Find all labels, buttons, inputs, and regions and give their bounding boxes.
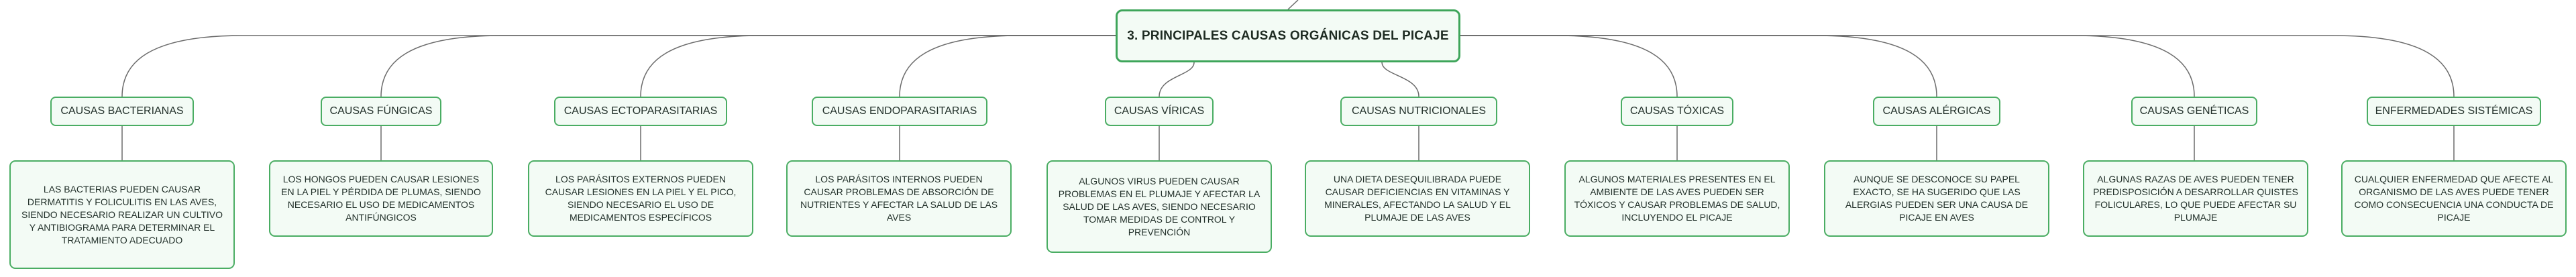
cause-description[interactable]: CUALQUIER ENFERMEDAD QUE AFECTE AL ORGAN… xyxy=(2341,160,2567,237)
cause-description-text: ALGUNOS VIRUS PUEDEN CAUSAR PROBLEMAS EN… xyxy=(1058,175,1260,237)
cause-label: CAUSAS TÓXICAS xyxy=(1629,105,1725,117)
cause-description-text: LOS PARÁSITOS INTERNOS PUEDEN CAUSAR PRO… xyxy=(800,174,998,223)
root-topic-node[interactable]: 3. PRINCIPALES CAUSAS ORGÁNICAS DEL PICA… xyxy=(1116,9,1460,62)
cause-node[interactable]: CAUSAS NUTRICIONALES xyxy=(1340,97,1497,126)
cause-description[interactable]: LOS HONGOS PUEDEN CAUSAR LESIONES EN LA … xyxy=(269,160,493,237)
cause-label: CAUSAS FÚNGICAS xyxy=(329,105,433,117)
root-topic-title: 3. PRINCIPALES CAUSAS ORGÁNICAS DEL PICA… xyxy=(1127,28,1449,43)
cause-description[interactable]: LOS PARÁSITOS INTERNOS PUEDEN CAUSAR PRO… xyxy=(786,160,1012,237)
cause-description[interactable]: ALGUNOS MATERIALES PRESENTES EN EL AMBIE… xyxy=(1564,160,1790,237)
cause-description-text: AUNQUE SE DESCONOCE SU PAPEL EXACTO, SE … xyxy=(1845,174,2029,223)
cause-node[interactable]: ENFERMEDADES SISTÉMICAS xyxy=(2367,97,2541,126)
cause-node[interactable]: CAUSAS VÍRICAS xyxy=(1105,97,1214,126)
root-to-cause-connector xyxy=(899,35,1116,97)
cause-node[interactable]: CAUSAS ECTOPARASITARIAS xyxy=(554,97,727,126)
cause-node[interactable]: CAUSAS TÓXICAS xyxy=(1621,97,1733,126)
cause-description[interactable]: ALGUNAS RAZAS DE AVES PUEDEN TENER PREDI… xyxy=(2083,160,2308,237)
cause-description[interactable]: LAS BACTERIAS PUEDEN CAUSAR DERMATITIS Y… xyxy=(9,160,235,269)
root-to-cause-connector xyxy=(1460,35,2195,97)
cause-description-text: ALGUNAS RAZAS DE AVES PUEDEN TENER PREDI… xyxy=(2093,174,2298,223)
cause-label: CAUSAS BACTERIANAS xyxy=(60,105,184,117)
cause-label: ENFERMEDADES SISTÉMICAS xyxy=(2375,105,2533,117)
cause-description-text: ALGUNOS MATERIALES PRESENTES EN EL AMBIE… xyxy=(1574,174,1780,223)
cause-label: CAUSAS NUTRICIONALES xyxy=(1351,105,1487,117)
cause-label: CAUSAS ALÉRGICAS xyxy=(1882,105,1991,117)
root-to-cause-connector xyxy=(1460,35,1678,97)
cause-label: CAUSAS ENDOPARASITARIAS xyxy=(822,105,977,117)
cause-description[interactable]: LOS PARÁSITOS EXTERNOS PUEDEN CAUSAR LES… xyxy=(528,160,753,237)
parent-link-line xyxy=(1287,0,1299,10)
cause-node[interactable]: CAUSAS ENDOPARASITARIAS xyxy=(812,97,987,126)
root-to-cause-connector xyxy=(640,35,1116,97)
root-to-cause-connector xyxy=(1159,62,1195,97)
cause-description-text: UNA DIETA DESEQUILIBRADA PUEDE CAUSAR DE… xyxy=(1324,174,1511,223)
cause-description-text: CUALQUIER ENFERMEDAD QUE AFECTE AL ORGAN… xyxy=(2354,174,2554,223)
root-to-cause-connector xyxy=(1460,35,2455,97)
root-to-cause-connector xyxy=(1381,62,1419,97)
cause-label: CAUSAS ECTOPARASITARIAS xyxy=(564,105,718,117)
cause-label: CAUSAS VÍRICAS xyxy=(1114,105,1205,117)
cause-node[interactable]: CAUSAS GENÉTICAS xyxy=(2131,97,2257,126)
cause-description-text: LOS HONGOS PUEDEN CAUSAR LESIONES EN LA … xyxy=(281,174,481,223)
cause-description-text: LOS PARÁSITOS EXTERNOS PUEDEN CAUSAR LES… xyxy=(545,174,737,223)
root-to-cause-connector xyxy=(380,35,1116,97)
cause-label: CAUSAS GENÉTICAS xyxy=(2139,105,2249,117)
root-to-cause-connector xyxy=(121,35,1116,97)
cause-description-text: LAS BACTERIAS PUEDEN CAUSAR DERMATITIS Y… xyxy=(21,183,223,245)
cause-node[interactable]: CAUSAS FÚNGICAS xyxy=(321,97,441,126)
cause-description[interactable]: ALGUNOS VIRUS PUEDEN CAUSAR PROBLEMAS EN… xyxy=(1046,160,1272,253)
cause-node[interactable]: CAUSAS ALÉRGICAS xyxy=(1873,97,2000,126)
cause-description[interactable]: UNA DIETA DESEQUILIBRADA PUEDE CAUSAR DE… xyxy=(1305,160,1530,237)
root-to-cause-connector xyxy=(1460,35,1937,97)
cause-node[interactable]: CAUSAS BACTERIANAS xyxy=(50,97,194,126)
cause-description[interactable]: AUNQUE SE DESCONOCE SU PAPEL EXACTO, SE … xyxy=(1824,160,2049,237)
